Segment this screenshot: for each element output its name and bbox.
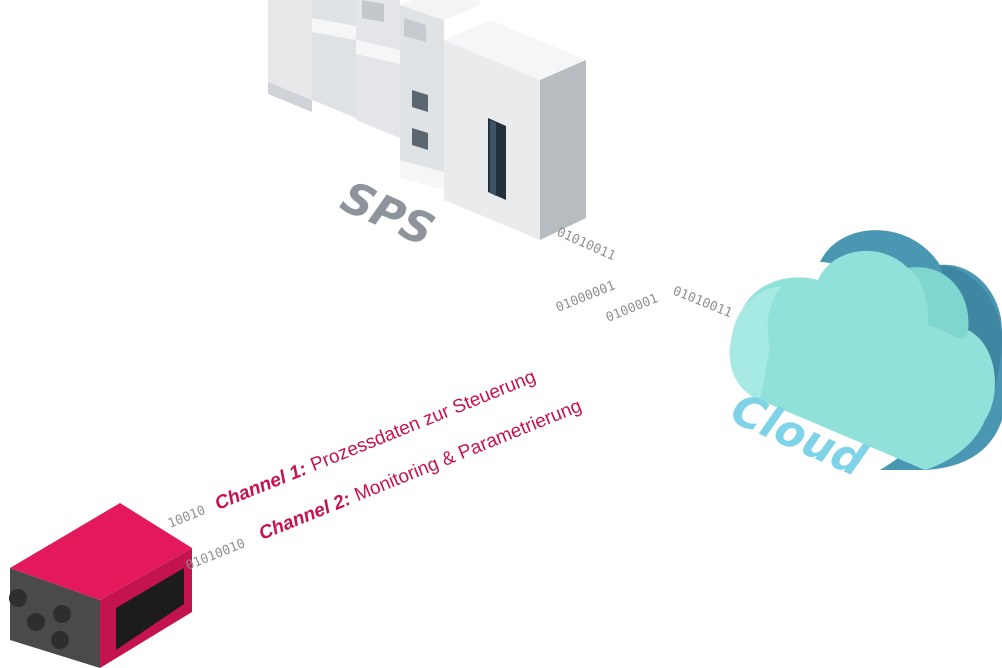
bits-sps: 01010011 (554, 225, 617, 264)
plc-controller-icon (268, 0, 586, 240)
bits-cloud-a: 0100001 (604, 291, 660, 325)
io-link-device-icon (9, 503, 192, 668)
channel-2-prefix: Channel 2: (256, 489, 354, 545)
bits-device-1: 10010 (166, 503, 208, 532)
bits-device-2: 01010010 (184, 536, 248, 573)
cloud-icon (729, 230, 1002, 470)
channel-1-prefix: Channel 1: (212, 459, 310, 515)
bits-cloud-b: 01010011 (671, 284, 735, 321)
